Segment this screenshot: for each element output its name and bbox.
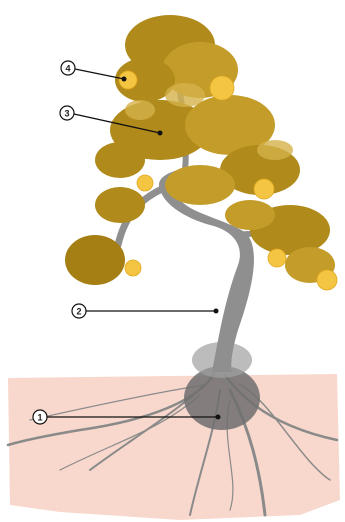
callout-2: 2 xyxy=(72,304,219,318)
callout-1-label: 1 xyxy=(37,413,42,423)
foliage xyxy=(65,15,335,285)
callout-2-label: 2 xyxy=(76,307,81,317)
callout-4-label: 4 xyxy=(65,64,70,74)
soil-region xyxy=(8,374,340,520)
callout-3-label: 3 xyxy=(64,109,69,119)
